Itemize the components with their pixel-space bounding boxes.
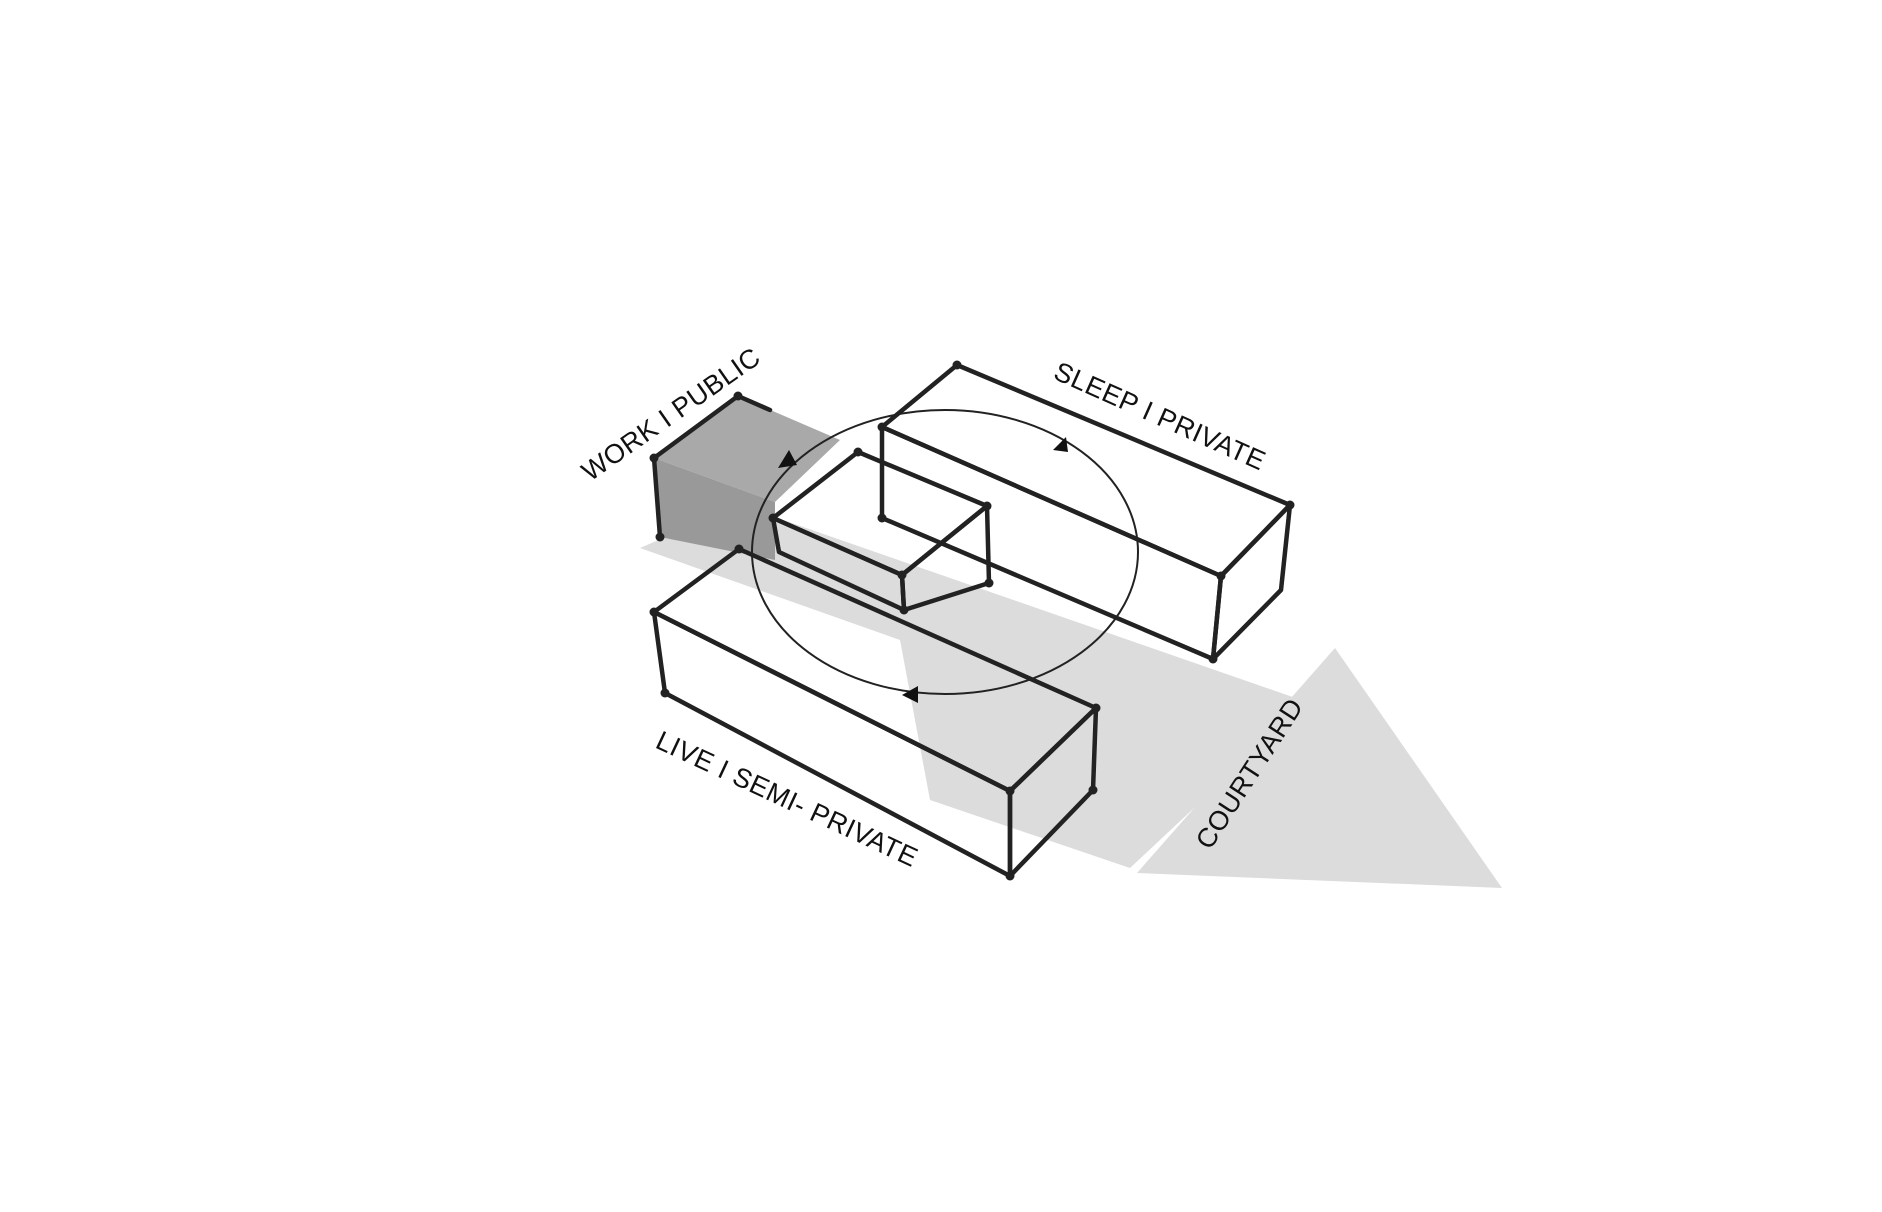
shadow-band (640, 505, 1310, 868)
vertex-dots (649, 360, 1295, 881)
arrowhead-top-right (1053, 437, 1068, 452)
courtyard-arrow-icon (1137, 648, 1502, 888)
sleep-block-side (1210, 502, 1293, 662)
arrowhead-bottom (902, 686, 918, 703)
work-block-outline (651, 393, 773, 540)
work-block (651, 393, 840, 560)
work-block-top (654, 396, 840, 502)
arrowhead-top-left (778, 450, 797, 468)
circulation-loop-icon (751, 409, 1139, 703)
ground-shadow (640, 505, 1502, 888)
work-block-front (654, 458, 775, 560)
label-live-semi-private: LIVE I SEMI- PRIVATE (651, 725, 922, 873)
